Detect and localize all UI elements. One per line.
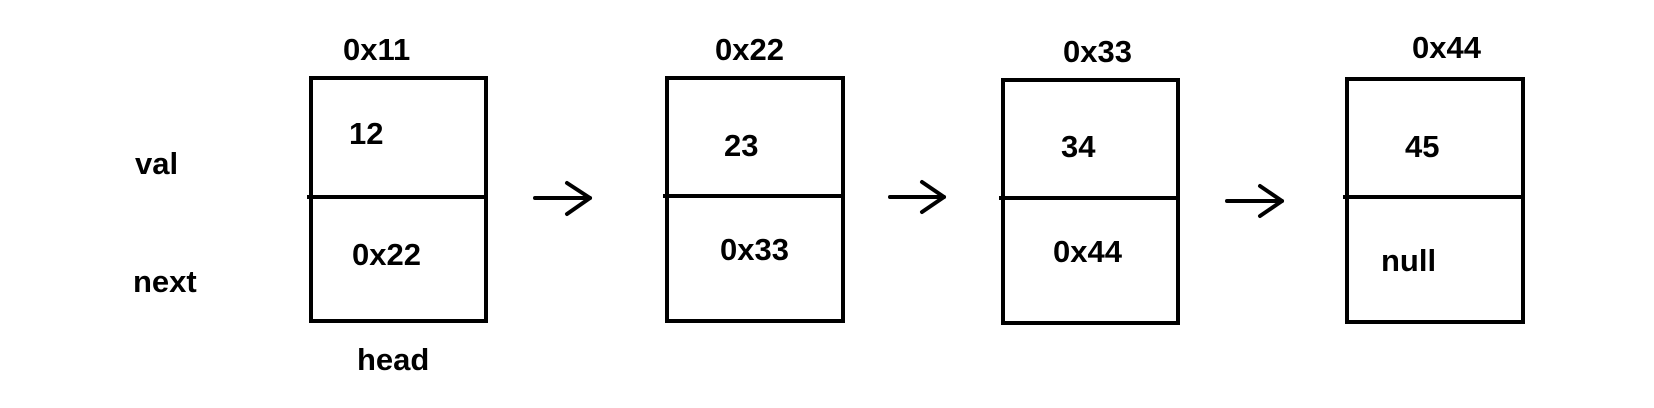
list-node-0x11: 0x11 12 0x22 head (307, 32, 488, 377)
arrow-right-icon (888, 180, 946, 214)
arrow-right-icon (1225, 184, 1284, 218)
list-node-0x44: 0x44 45 null (1343, 30, 1525, 324)
node-address: 0x22 (715, 32, 784, 67)
node-box (1345, 77, 1525, 324)
node-box (1001, 78, 1180, 325)
node-address: 0x44 (1412, 30, 1482, 65)
node-next: 0x22 (352, 237, 421, 272)
val-row-label: val (135, 146, 178, 181)
node-next: 0x44 (1053, 234, 1123, 269)
node-next: null (1381, 243, 1436, 278)
node-box (665, 76, 845, 323)
node-address: 0x11 (343, 32, 410, 67)
node-box (309, 76, 488, 323)
node-val: 34 (1061, 129, 1096, 164)
node-val: 23 (724, 128, 758, 163)
node-val: 45 (1405, 129, 1439, 164)
list-node-0x22: 0x22 23 0x33 (663, 32, 845, 323)
node-val: 12 (349, 116, 383, 151)
next-row-label: next (133, 264, 197, 299)
list-node-0x33: 0x33 34 0x44 (999, 34, 1180, 325)
arrow-right-icon (533, 181, 592, 216)
node-address: 0x33 (1063, 34, 1132, 69)
head-label: head (357, 342, 429, 377)
node-next: 0x33 (720, 232, 789, 267)
